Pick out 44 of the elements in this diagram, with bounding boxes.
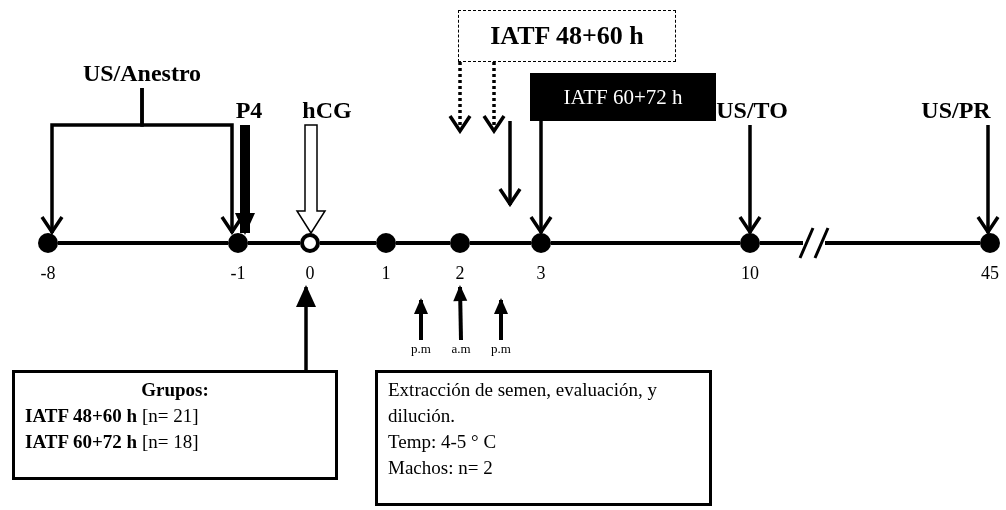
timeline-segment [320,241,376,245]
protocol-label: IATF 60+72 h [530,73,716,121]
day-number: 3 [535,263,547,283]
day-number: 2 [454,263,466,283]
box-heading: Grupos: [140,378,210,402]
arrow [738,125,762,234]
timeline-segment [58,241,228,245]
arrow [453,285,468,341]
procedure-box [375,370,712,506]
group-entry: IATF 48+60 h [n= 21] [25,404,200,428]
group-entry: IATF 60+72 h [n= 18] [25,430,200,454]
day-number: -8 [39,263,57,283]
note-text: Temp: 4-5 ° C [388,430,498,454]
timeline-segment [470,241,531,245]
timeline-segment [248,241,300,245]
protocol-label: IATF 48+60 h [458,10,676,62]
time-of-day-label: a.m [442,340,480,358]
day-number: 0 [304,263,316,283]
groups-box [12,370,338,480]
note-text: Machos: n= 2 [388,456,494,480]
day-number: 10 [740,263,760,283]
arrow [494,298,508,340]
day-number: 45 [980,263,1000,283]
arrow [235,125,255,235]
arrow [295,124,327,235]
note-text: Extracción de semen, evaluación, y dilución. [388,378,659,428]
day-number: -1 [229,263,247,283]
day-number: 1 [380,263,392,283]
arrow [529,121,553,234]
time-of-day-label: p.m [402,340,440,358]
timeline-segment [396,241,450,245]
arrow [482,62,506,133]
arrow [414,298,428,340]
event-label: US/PR [906,95,1006,125]
time-of-day-label: p.m [482,340,520,358]
arrow [976,125,1000,234]
arrow [448,62,472,133]
arrow [498,121,522,206]
hormone-label: hCG [288,95,366,125]
event-label: US/Anestro [78,58,206,88]
timeline-segment [551,241,740,245]
timeline-segment [760,241,980,245]
arrow [296,285,316,370]
hormone-label: P4 [226,95,272,125]
